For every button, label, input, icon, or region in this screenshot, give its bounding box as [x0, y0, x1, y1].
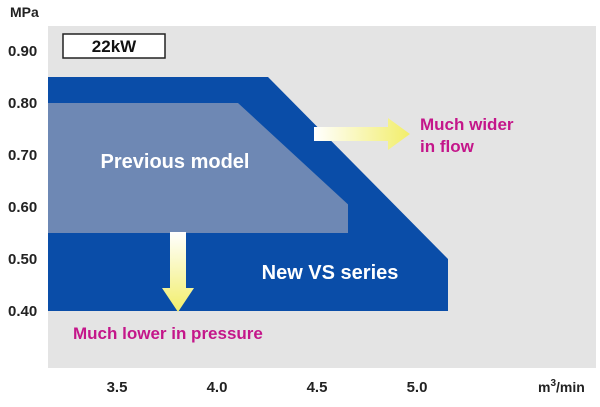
y-tick-label: 0.90 [8, 43, 37, 60]
power-badge-label: 22kW [92, 37, 137, 56]
annotation-lower-pressure: Much lower in pressure [73, 324, 263, 343]
x-unit-superscript: 3 [550, 378, 556, 389]
series-layer [48, 77, 448, 311]
series-label-new-vs-series: New VS series [262, 262, 399, 284]
y-axis-ticks: 0.90 0.80 0.70 0.60 0.50 0.40 [8, 43, 37, 320]
y-tick-label: 0.60 [8, 199, 37, 216]
x-tick-label: 4.0 [207, 379, 228, 396]
x-axis-ticks: 3.5 4.0 4.5 5.0 [107, 379, 428, 396]
x-tick-label: 5.0 [407, 379, 428, 396]
y-tick-label: 0.70 [8, 147, 37, 164]
annotation-wider-flow: Much wider in flow [420, 115, 518, 156]
x-tick-label: 3.5 [107, 379, 128, 396]
x-unit-rest: /min [556, 379, 585, 395]
y-tick-label: 0.50 [8, 251, 37, 268]
y-tick-label: 0.40 [8, 303, 37, 320]
annotation-wider-flow-line2: in flow [420, 137, 475, 156]
x-axis-unit: m3/min [538, 378, 585, 395]
x-unit-base: m [538, 379, 550, 395]
lower-pressure-arrow [162, 232, 194, 312]
power-badge [62, 33, 166, 59]
series-label-previous-model: Previous model [101, 151, 250, 173]
annotation-wider-flow-line1: Much wider [420, 115, 514, 134]
y-tick-label: 0.80 [8, 95, 37, 112]
y-axis-unit: MPa [10, 4, 39, 20]
series-area-previous-model [48, 103, 348, 233]
wider-flow-arrow [314, 118, 410, 150]
x-tick-label: 4.5 [307, 379, 328, 396]
